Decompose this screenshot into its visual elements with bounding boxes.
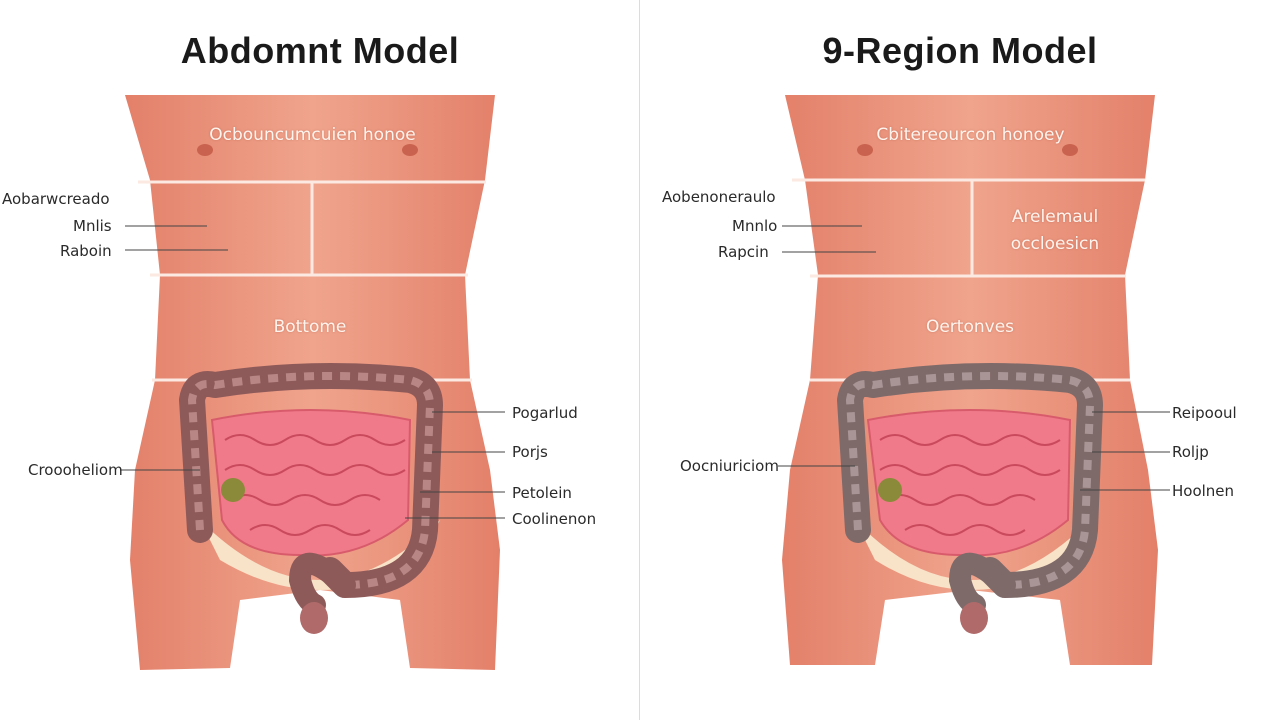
left-label-4: Croooheliom — [28, 461, 123, 479]
small-intestine — [210, 409, 412, 557]
rectum — [300, 602, 328, 634]
right-panel: 9-Region Model Cbitereourcon honoe — [640, 0, 1280, 720]
left-title: Abdomnt Model — [180, 30, 460, 71]
nipple-left — [857, 144, 873, 156]
left-panel: Abdomnt Model — [2, 30, 597, 670]
right-title: 9-Region Model — [822, 30, 1098, 71]
colon — [837, 363, 1103, 598]
right-header-region-text: Cbitereourcon honoey — [876, 125, 1065, 145]
right-label-3: Rapcin — [718, 243, 769, 261]
right-label-right-2: Roljp — [1172, 443, 1209, 461]
left-label-1: Aobarwcreado — [2, 190, 110, 208]
left-label-right-4: Coolinenon — [512, 510, 597, 528]
right-label-2: Mnnlo — [732, 217, 778, 235]
left-label-right-2: Porjs — [512, 443, 548, 461]
right-side-region-text-1: Arelemaul — [1011, 207, 1099, 227]
right-torso-illustration — [778, 95, 1170, 665]
small-intestine — [866, 409, 1072, 557]
nipple-right — [1062, 144, 1078, 156]
rectum — [960, 602, 988, 634]
left-middle-region-text: Bottome — [273, 317, 347, 337]
sigmoid-colon — [948, 552, 1016, 616]
nipple-right — [402, 144, 418, 156]
left-label-right-3: Petolein — [512, 484, 572, 502]
right-label-4: Oocniuriciom — [680, 457, 779, 475]
left-label-right-1: Pogarlud — [512, 404, 578, 422]
left-label-2: Mnlis — [73, 217, 112, 235]
left-header-region-text: Ocbouncumcuien honoe — [209, 125, 416, 145]
right-label-1: Aobenoneraulo — [662, 188, 776, 206]
right-label-right-3: Hoolnen — [1172, 482, 1235, 500]
right-side-region-text-2: occloesicn — [1010, 234, 1100, 254]
cecum — [221, 478, 245, 502]
cecum — [878, 478, 902, 502]
left-torso-illustration — [120, 95, 505, 670]
right-label-right-1: Reipooul — [1172, 404, 1237, 422]
panel-divider — [639, 0, 640, 720]
right-middle-region-text: Oertonves — [925, 317, 1015, 337]
left-label-3: Raboin — [60, 242, 112, 260]
nipple-left — [197, 144, 213, 156]
sigmoid-colon — [288, 552, 356, 616]
